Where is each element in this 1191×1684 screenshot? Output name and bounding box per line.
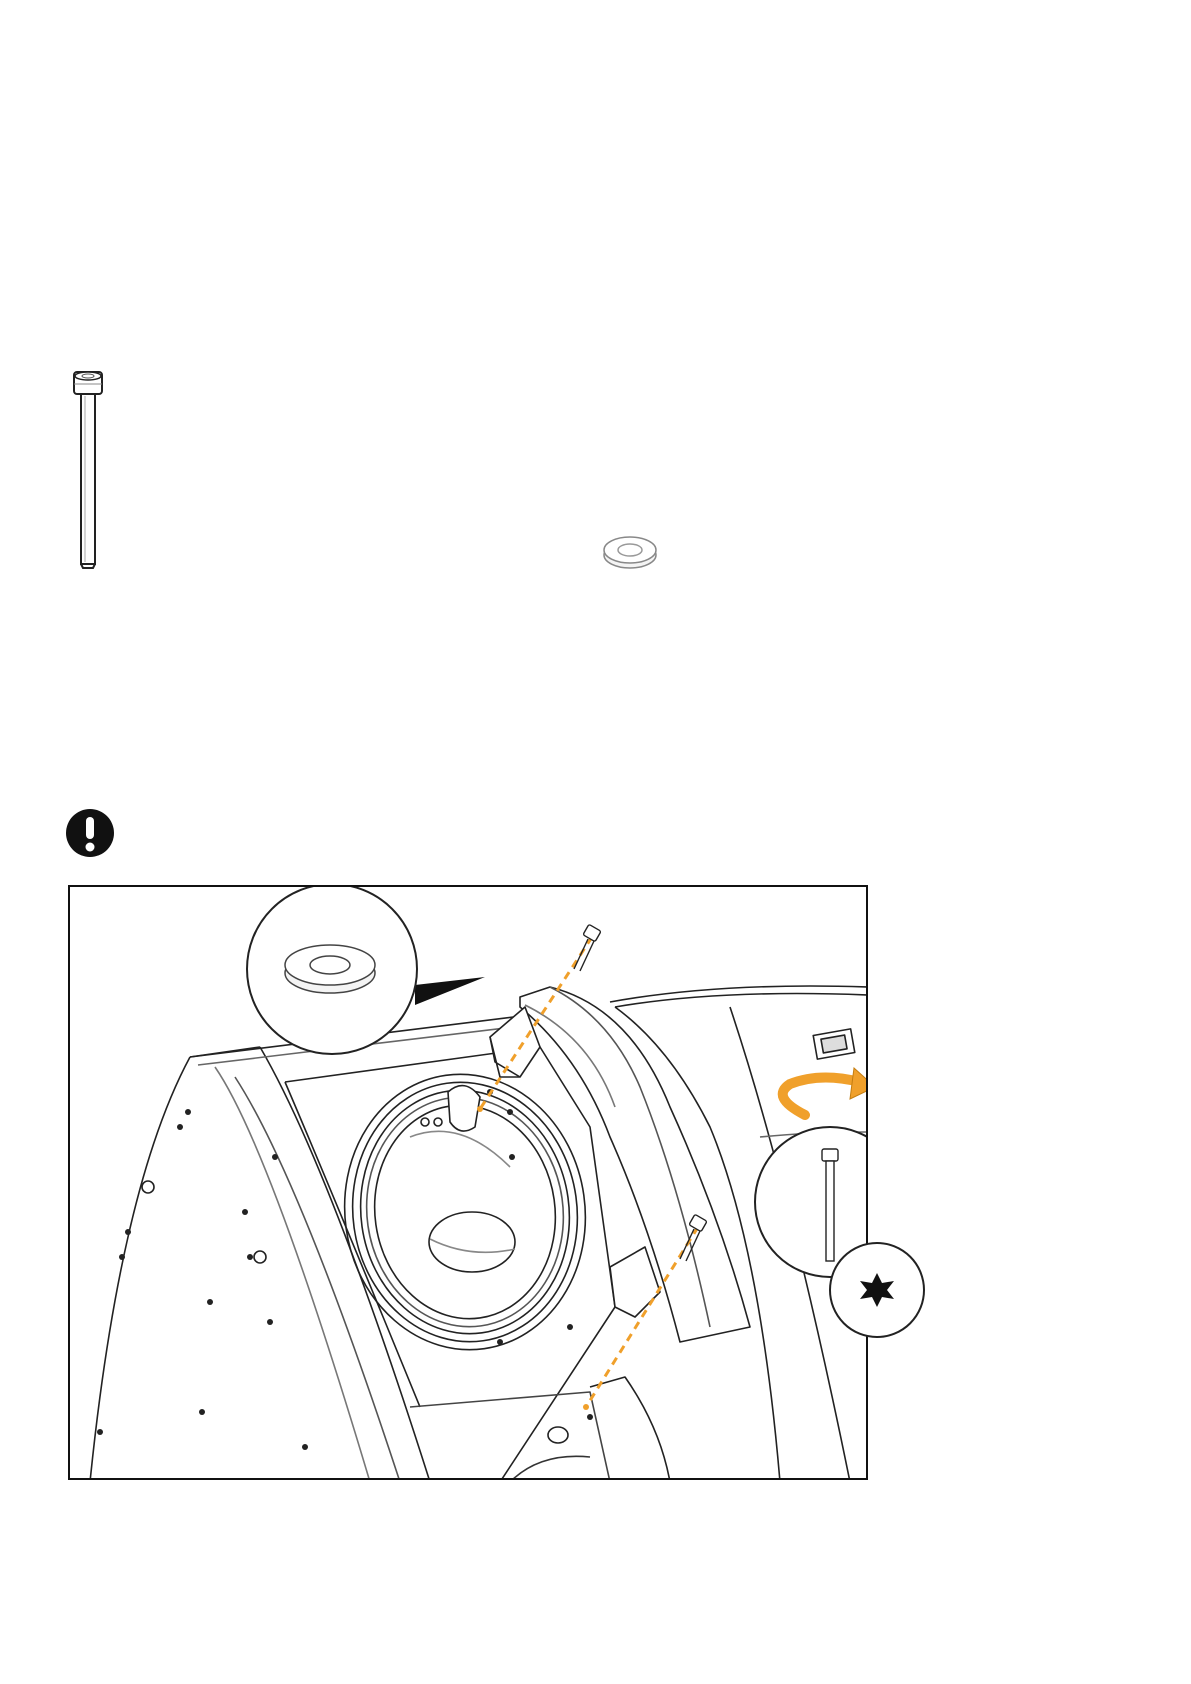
assembly-illustration [68, 885, 868, 1480]
torx-star-icon [828, 1241, 926, 1339]
flat-washer-icon [600, 535, 660, 571]
loudspeaker-cabinet-drawing [70, 887, 868, 1480]
clockwise-arrow-icon [783, 1068, 868, 1115]
exclamation-warning-icon [65, 808, 115, 858]
socket-head-bolt-icon [68, 370, 108, 570]
washer-detail-callout [247, 887, 417, 1054]
